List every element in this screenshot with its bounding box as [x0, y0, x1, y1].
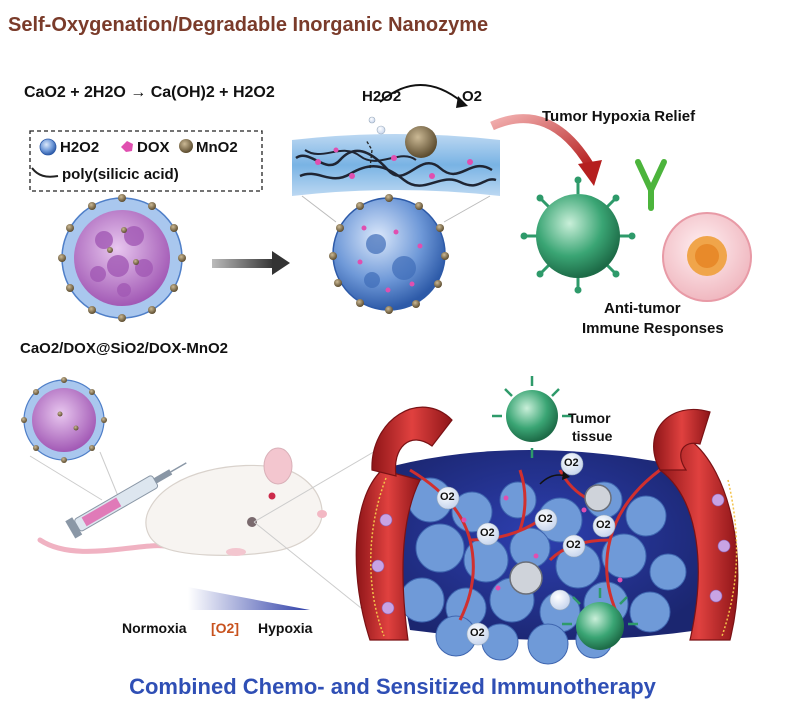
figure-title: Self-Oxygenation/Degradable Inorganic Na…: [8, 14, 489, 36]
mno2-legend-icon: [179, 139, 193, 153]
tumor-hypoxia-label: Tumor Hypoxia Relief: [542, 108, 696, 125]
nanoparticle-degrading: [329, 194, 449, 314]
o2-label: O2: [470, 627, 485, 639]
mouse-icon: [37, 447, 327, 556]
legend-h2o2-label: H2O2: [60, 139, 100, 156]
blood-vessel-right: [653, 408, 739, 641]
legend-box: [29, 130, 263, 192]
reaction-arrow: [379, 84, 463, 103]
blood-vessel-left: [355, 406, 453, 641]
dox-legend-icon: [121, 141, 133, 152]
hypoxia-label: Hypoxia: [258, 620, 313, 636]
normoxia-label: Normoxia: [122, 620, 187, 636]
hypoxia-arrow: [490, 114, 594, 169]
legend-mno2-label: MnO2: [196, 139, 238, 156]
o2-label: O2: [480, 527, 495, 539]
oxygen-gradient-bar: [188, 587, 310, 610]
tumor-cell-icon: [662, 212, 752, 302]
process-arrow: [212, 251, 290, 275]
equation: CaO2 + 2H2O → Ca(OH)2 + H2O2: [24, 84, 275, 101]
o2-label: O2: [566, 539, 581, 551]
immune-label-line2: Immune Responses: [582, 320, 724, 337]
tumor-tissue-label-line2: tissue: [572, 428, 613, 444]
footer-caption: Combined Chemo- and Sensitized Immunothe…: [129, 674, 656, 699]
o2-label: O2: [538, 513, 553, 525]
immune-cell-tissue-top: [492, 376, 572, 458]
nanoparticle-left: [58, 194, 186, 322]
h2o2-legend-icon: [39, 138, 57, 156]
immune-cell-tissue-bottom: [562, 588, 638, 650]
syringe-icon: [65, 462, 187, 539]
antibody-icon: [635, 159, 667, 211]
legend-poly-label: poly(silicic acid): [62, 166, 179, 183]
o2-label: O2: [564, 457, 579, 469]
tumor-tissue: [378, 450, 700, 665]
silica-band: [292, 116, 500, 219]
nanoparticle-label: CaO2/DOX@SiO2/DOX-MnO2: [20, 340, 229, 357]
legend-dox-label: DOX: [137, 139, 170, 156]
immune-cell-icon: [520, 176, 636, 294]
oxygen-concentration-label: [O2]: [211, 620, 239, 636]
poly-legend-icon: [31, 167, 59, 178]
reaction-product: O2: [462, 88, 483, 105]
immune-label-line1: Anti-tumor: [604, 300, 681, 317]
o2-label: O2: [596, 519, 611, 531]
nanoparticle-small: [21, 377, 107, 463]
reaction-reactant: H2O2: [362, 88, 402, 105]
tumor-tissue-label-line1: Tumor: [568, 410, 611, 426]
o2-label: O2: [440, 491, 455, 503]
